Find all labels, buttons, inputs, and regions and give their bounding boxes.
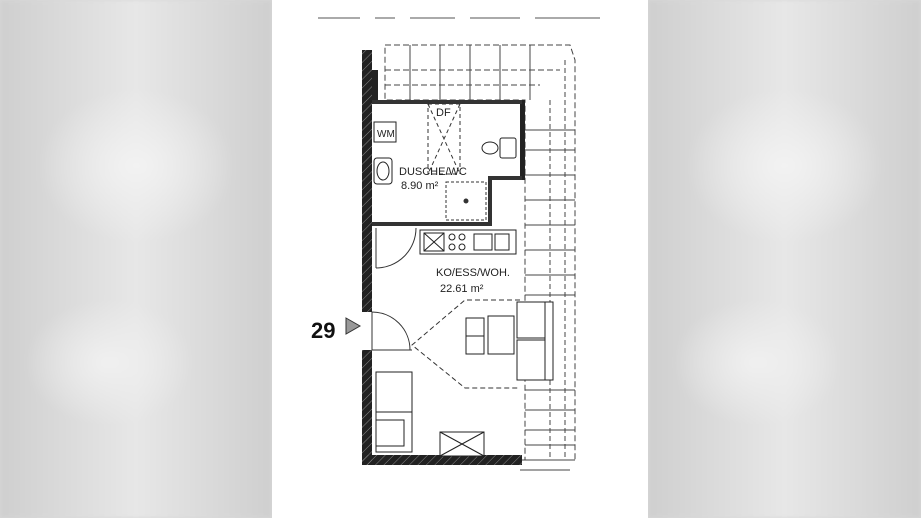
sofa (516, 301, 554, 381)
left-blurred-background (0, 0, 272, 518)
living-room-name: KO/ESS/WOH. (436, 267, 510, 279)
bath-room-area: 8.90 m² (401, 180, 439, 192)
washing-machine (373, 121, 397, 143)
toilet (481, 137, 517, 159)
right-blurred-background (648, 0, 921, 518)
living-room-area: 22.61 m² (440, 283, 484, 295)
wall-hatching (362, 50, 522, 465)
skylight (427, 103, 461, 175)
kitchen-counter (419, 229, 517, 255)
bed (375, 371, 413, 453)
bath-door (375, 227, 417, 269)
washer-label: WM (377, 129, 395, 140)
roof-slope-lines (411, 299, 520, 389)
storage-cabinet (439, 431, 485, 457)
skylight-label: DF (436, 107, 451, 119)
bath-walls (372, 100, 522, 226)
bath-room-name: DUSCHE/WC (399, 166, 467, 178)
roof-overhang (384, 44, 576, 471)
shower (445, 181, 487, 221)
entrance-number: 29 (311, 318, 335, 343)
dining-table (465, 315, 515, 355)
entrance-arrow-icon (345, 317, 362, 335)
washbasin (373, 157, 393, 185)
entrance-door (371, 311, 412, 351)
